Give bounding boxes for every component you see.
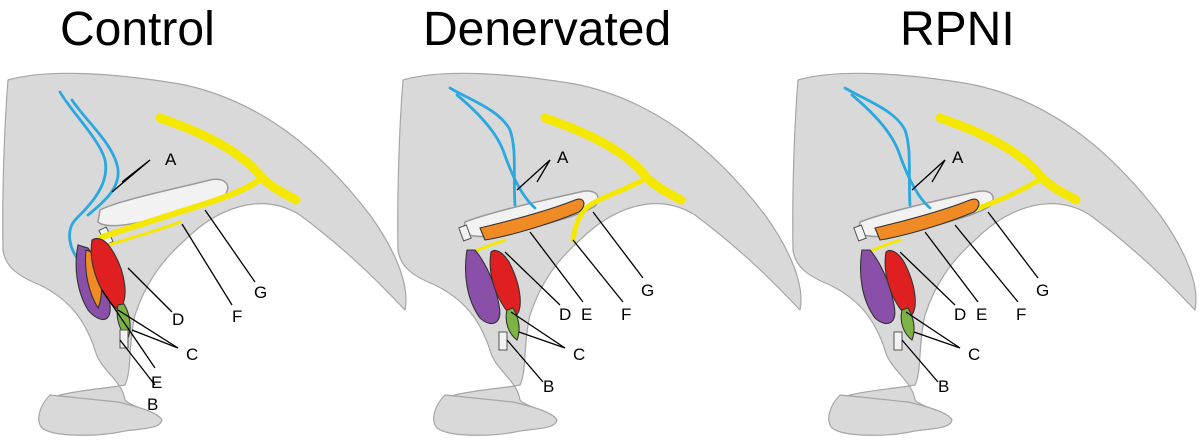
leader-g xyxy=(592,211,644,279)
label-d: D xyxy=(172,310,184,329)
label-b: B xyxy=(147,395,158,414)
label-c: C xyxy=(573,345,585,364)
label-d: D xyxy=(954,305,966,324)
leader-d xyxy=(127,267,173,313)
sciatic-nerve-trunk xyxy=(540,113,686,205)
label-c: C xyxy=(186,345,198,364)
rat-silhouette xyxy=(792,72,1197,435)
label-e: E xyxy=(151,373,162,392)
leader-e xyxy=(529,231,584,303)
label-g: G xyxy=(1036,281,1049,300)
leader-f xyxy=(572,239,624,303)
leader-a1 xyxy=(911,159,946,191)
denervated-diagram: A B C D E F G xyxy=(397,72,802,436)
label-f: F xyxy=(1016,305,1026,324)
leader-b xyxy=(506,339,544,383)
foot xyxy=(433,394,558,436)
panel-denervated: A B C D E F G Denervated xyxy=(395,0,802,446)
leader-d xyxy=(504,251,561,306)
leader-c1 xyxy=(905,311,961,349)
leader-e xyxy=(924,231,979,303)
leader-c1 xyxy=(117,309,179,349)
tendon xyxy=(498,331,508,351)
label-e: E xyxy=(581,305,592,324)
sciatic-nerve-trunk xyxy=(155,113,301,205)
blood-vessel-loop xyxy=(70,98,120,217)
label-a: A xyxy=(165,150,177,169)
label-c: C xyxy=(968,345,980,364)
label-f: F xyxy=(232,307,242,326)
leader-g xyxy=(204,209,256,283)
peroneal-nerve xyxy=(106,220,182,247)
orange-muscle-rpni xyxy=(874,198,980,241)
blood-vessel xyxy=(58,90,108,264)
leader-c2 xyxy=(913,331,961,349)
sciatic-nerve-trunk xyxy=(935,113,1081,205)
label-f: F xyxy=(621,305,631,324)
knee-joint xyxy=(853,224,867,242)
panel-rpni: A B C D E F G RPNI xyxy=(790,0,1197,446)
leader-g xyxy=(987,211,1039,279)
leader-f xyxy=(954,224,1019,303)
label-g: G xyxy=(254,283,267,302)
leader-a2 xyxy=(121,159,151,183)
leader-c2 xyxy=(518,331,566,349)
control-diagram: A B C D E F G xyxy=(2,72,407,436)
leader-d xyxy=(899,251,956,306)
red-muscle xyxy=(884,249,916,319)
tendon xyxy=(119,329,129,349)
rpni-diagram: A B C D E F G xyxy=(792,72,1197,436)
panel-title-control: Control xyxy=(60,3,215,56)
rat-silhouette xyxy=(397,72,802,435)
leader-a2 xyxy=(931,159,946,183)
leader-a1 xyxy=(516,159,551,191)
tendon xyxy=(893,331,903,351)
label-d: D xyxy=(559,305,571,324)
label-b: B xyxy=(543,377,554,396)
knee-joint xyxy=(458,224,472,242)
leader-b xyxy=(901,339,939,383)
leader-a2 xyxy=(536,159,551,183)
leader-b xyxy=(119,339,156,386)
sciatic-nerve-cut-stump xyxy=(570,175,650,243)
red-muscle xyxy=(90,237,126,311)
sciatic-nerve-branch xyxy=(97,175,265,241)
label-e: E xyxy=(976,305,987,324)
panel-title-denervated: Denervated xyxy=(423,3,672,56)
label-a: A xyxy=(952,148,964,167)
blood-vessel-loop xyxy=(850,93,932,210)
panel-control: A B C D E F G Control xyxy=(0,0,407,446)
label-a: A xyxy=(557,148,569,167)
leader-e xyxy=(101,289,156,369)
foot xyxy=(828,394,953,436)
foot xyxy=(38,394,163,436)
purple-muscle xyxy=(464,249,501,325)
panel-title-rpni: RPNI xyxy=(900,3,1015,56)
label-b: B xyxy=(938,377,949,396)
rat-silhouette xyxy=(2,72,407,435)
leader-f xyxy=(181,223,233,306)
label-g: G xyxy=(641,281,654,300)
purple-muscle xyxy=(859,249,896,325)
blood-vessel-loop xyxy=(455,93,537,210)
red-muscle xyxy=(489,249,521,319)
leader-c2 xyxy=(131,329,179,349)
orange-muscle xyxy=(479,198,585,241)
leader-c1 xyxy=(510,311,566,349)
